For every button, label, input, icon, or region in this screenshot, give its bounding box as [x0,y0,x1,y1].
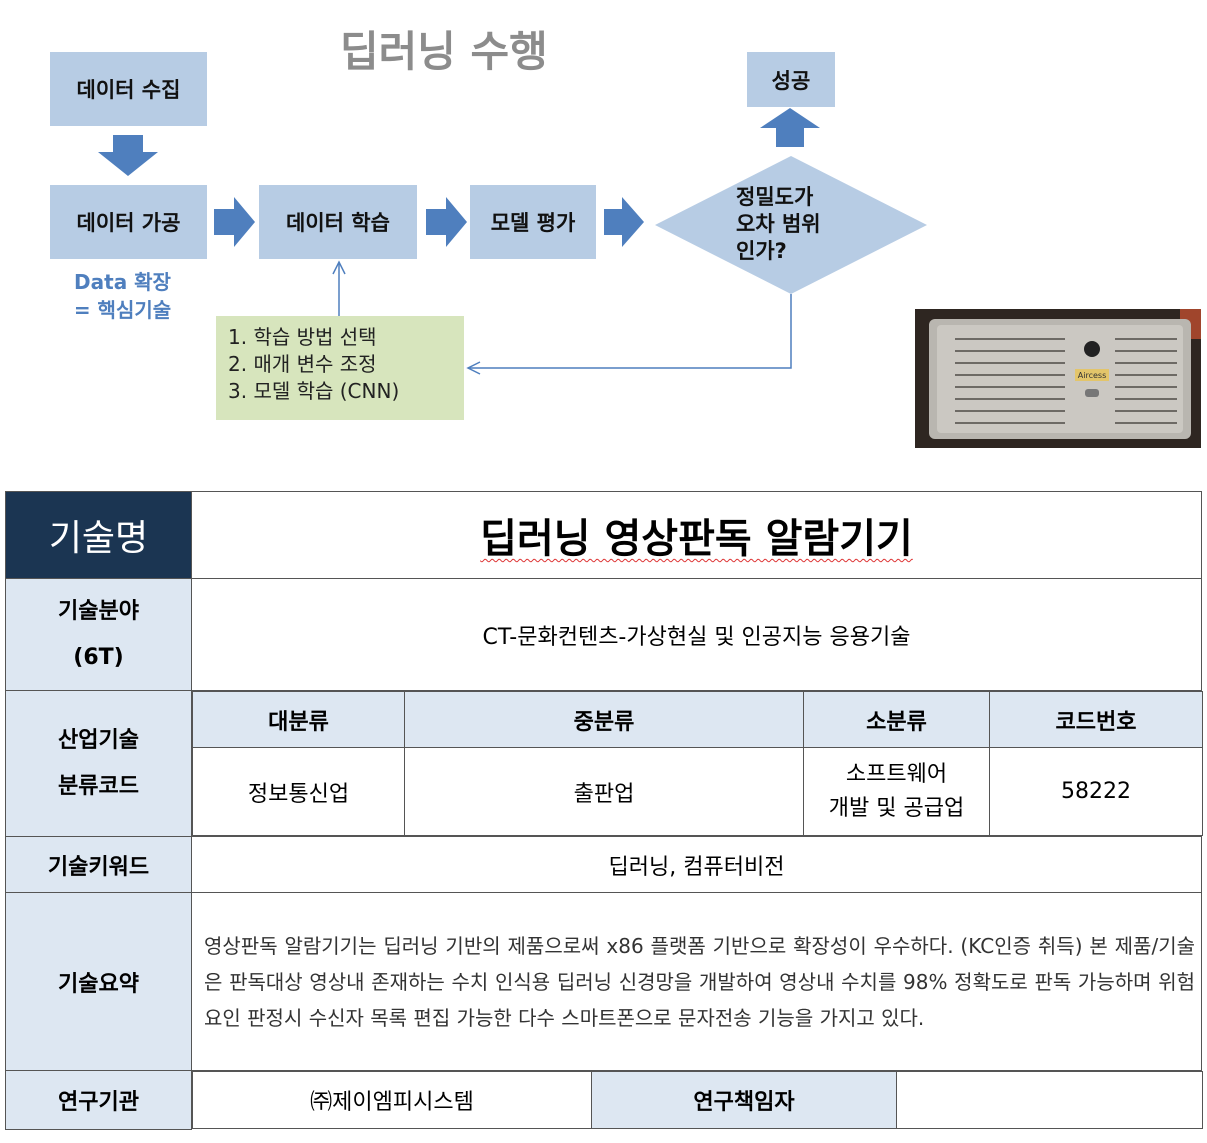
step-3: 3. 모델 학습 (CNN) [228,379,400,403]
step-2: 2. 매개 변수 조정 [228,352,377,376]
tech-name-label: 기술명 [5,491,192,579]
tech-field-label: 기술분야 (6T) [5,578,192,691]
note-line-2: = 핵심기술 [73,298,172,322]
arrow-right-icon [214,197,255,247]
learning-steps: 1. 학습 방법 선택 2. 매개 변수 조정 3. 모델 학습 (CNN) [216,316,464,420]
data-expansion-note: Data 확장 = 핵심기술 [60,268,185,324]
class-small-line-2: 개발 및 공급업 [828,795,965,821]
arrow-up-icon [760,108,820,147]
decision-text: 정밀도가 오차 범위 인가? [736,184,846,265]
class-header-small: 소분류 [803,691,990,748]
class-medium-value: 출판업 [404,747,804,836]
arrow-right-icon [604,197,644,247]
pi-value [896,1071,1203,1129]
industry-code-label: 산업기술 분류코드 [5,690,192,837]
summary-value: 영상판독 알람기기는 딥러닝 기반의 제품으로써 x86 플랫폼 기반으로 확장… [191,892,1202,1071]
arrow-right-icon [426,197,467,247]
decision-line-2: 오차 범위 [736,212,821,236]
class-header-medium: 중분류 [404,691,804,748]
summary-label: 기술요약 [5,892,192,1071]
process-box: 데이터 가공 [50,185,207,259]
org-subtable: ㈜제이엠피시스템 연구책임자 [192,1071,1203,1129]
collect-box: 데이터 수집 [50,52,207,126]
device-photo: Aircess [915,309,1201,448]
learn-box: 데이터 학습 [259,185,417,259]
flow-title: 딥러닝 수행 [340,27,548,76]
decision-diamond [655,156,927,294]
feedback-line [468,294,792,369]
note-line-1: Data 확장 [74,270,171,294]
decision-line-1: 정밀도가 [736,185,814,209]
classification-cell: 대분류 중분류 소분류 코드번호 정보통신업 출판업 소프트웨어 개발 및 공급… [192,691,1203,837]
class-header-large: 대분류 [192,691,405,748]
pi-label: 연구책임자 [591,1071,897,1129]
flow-connectors [98,108,927,375]
class-code-value: 58222 [989,747,1203,836]
industry-label-2: 분류코드 [58,773,139,799]
org-label: 연구기관 [5,1070,192,1130]
tech-field-value: CT-문화컨텐츠-가상현실 및 인공지능 응용기술 [191,578,1202,691]
keyword-label: 기술키워드 [5,836,192,893]
tech-field-label-2: (6T) [73,644,124,670]
tech-info-table: 기술명 딥러닝 영상판독 알람기기 기술분야 (6T) CT-문화컨텐츠-가상현… [5,491,1203,1130]
decision-line-3: 인가? [736,239,787,263]
keyword-value: 딥러닝, 컴퓨터비전 [191,836,1202,893]
tech-name-text: 딥러닝 영상판독 알람기기 [480,516,913,562]
success-box: 성공 [747,52,835,107]
org-row-cell: ㈜제이엠피시스템 연구책임자 [192,1071,1203,1129]
server-device-image: Aircess [915,309,1201,448]
class-small-value: 소프트웨어 개발 및 공급업 [803,747,990,836]
industry-label-1: 산업기술 [58,727,139,753]
classification-subtable: 대분류 중분류 소분류 코드번호 정보통신업 출판업 소프트웨어 개발 및 공급… [192,691,1203,836]
evaluate-box: 모델 평가 [470,185,596,259]
arrow-down-icon [98,135,158,176]
class-large-value: 정보통신업 [192,747,405,836]
tech-name-value: 딥러닝 영상판독 알람기기 [191,491,1202,579]
class-small-line-1: 소프트웨어 [845,761,948,787]
org-value: ㈜제이엠피시스템 [192,1071,592,1129]
step-1: 1. 학습 방법 선택 [228,325,377,349]
tech-field-label-1: 기술분야 [58,598,139,624]
class-header-code: 코드번호 [989,691,1203,748]
device-brand: Aircess [1078,371,1106,380]
